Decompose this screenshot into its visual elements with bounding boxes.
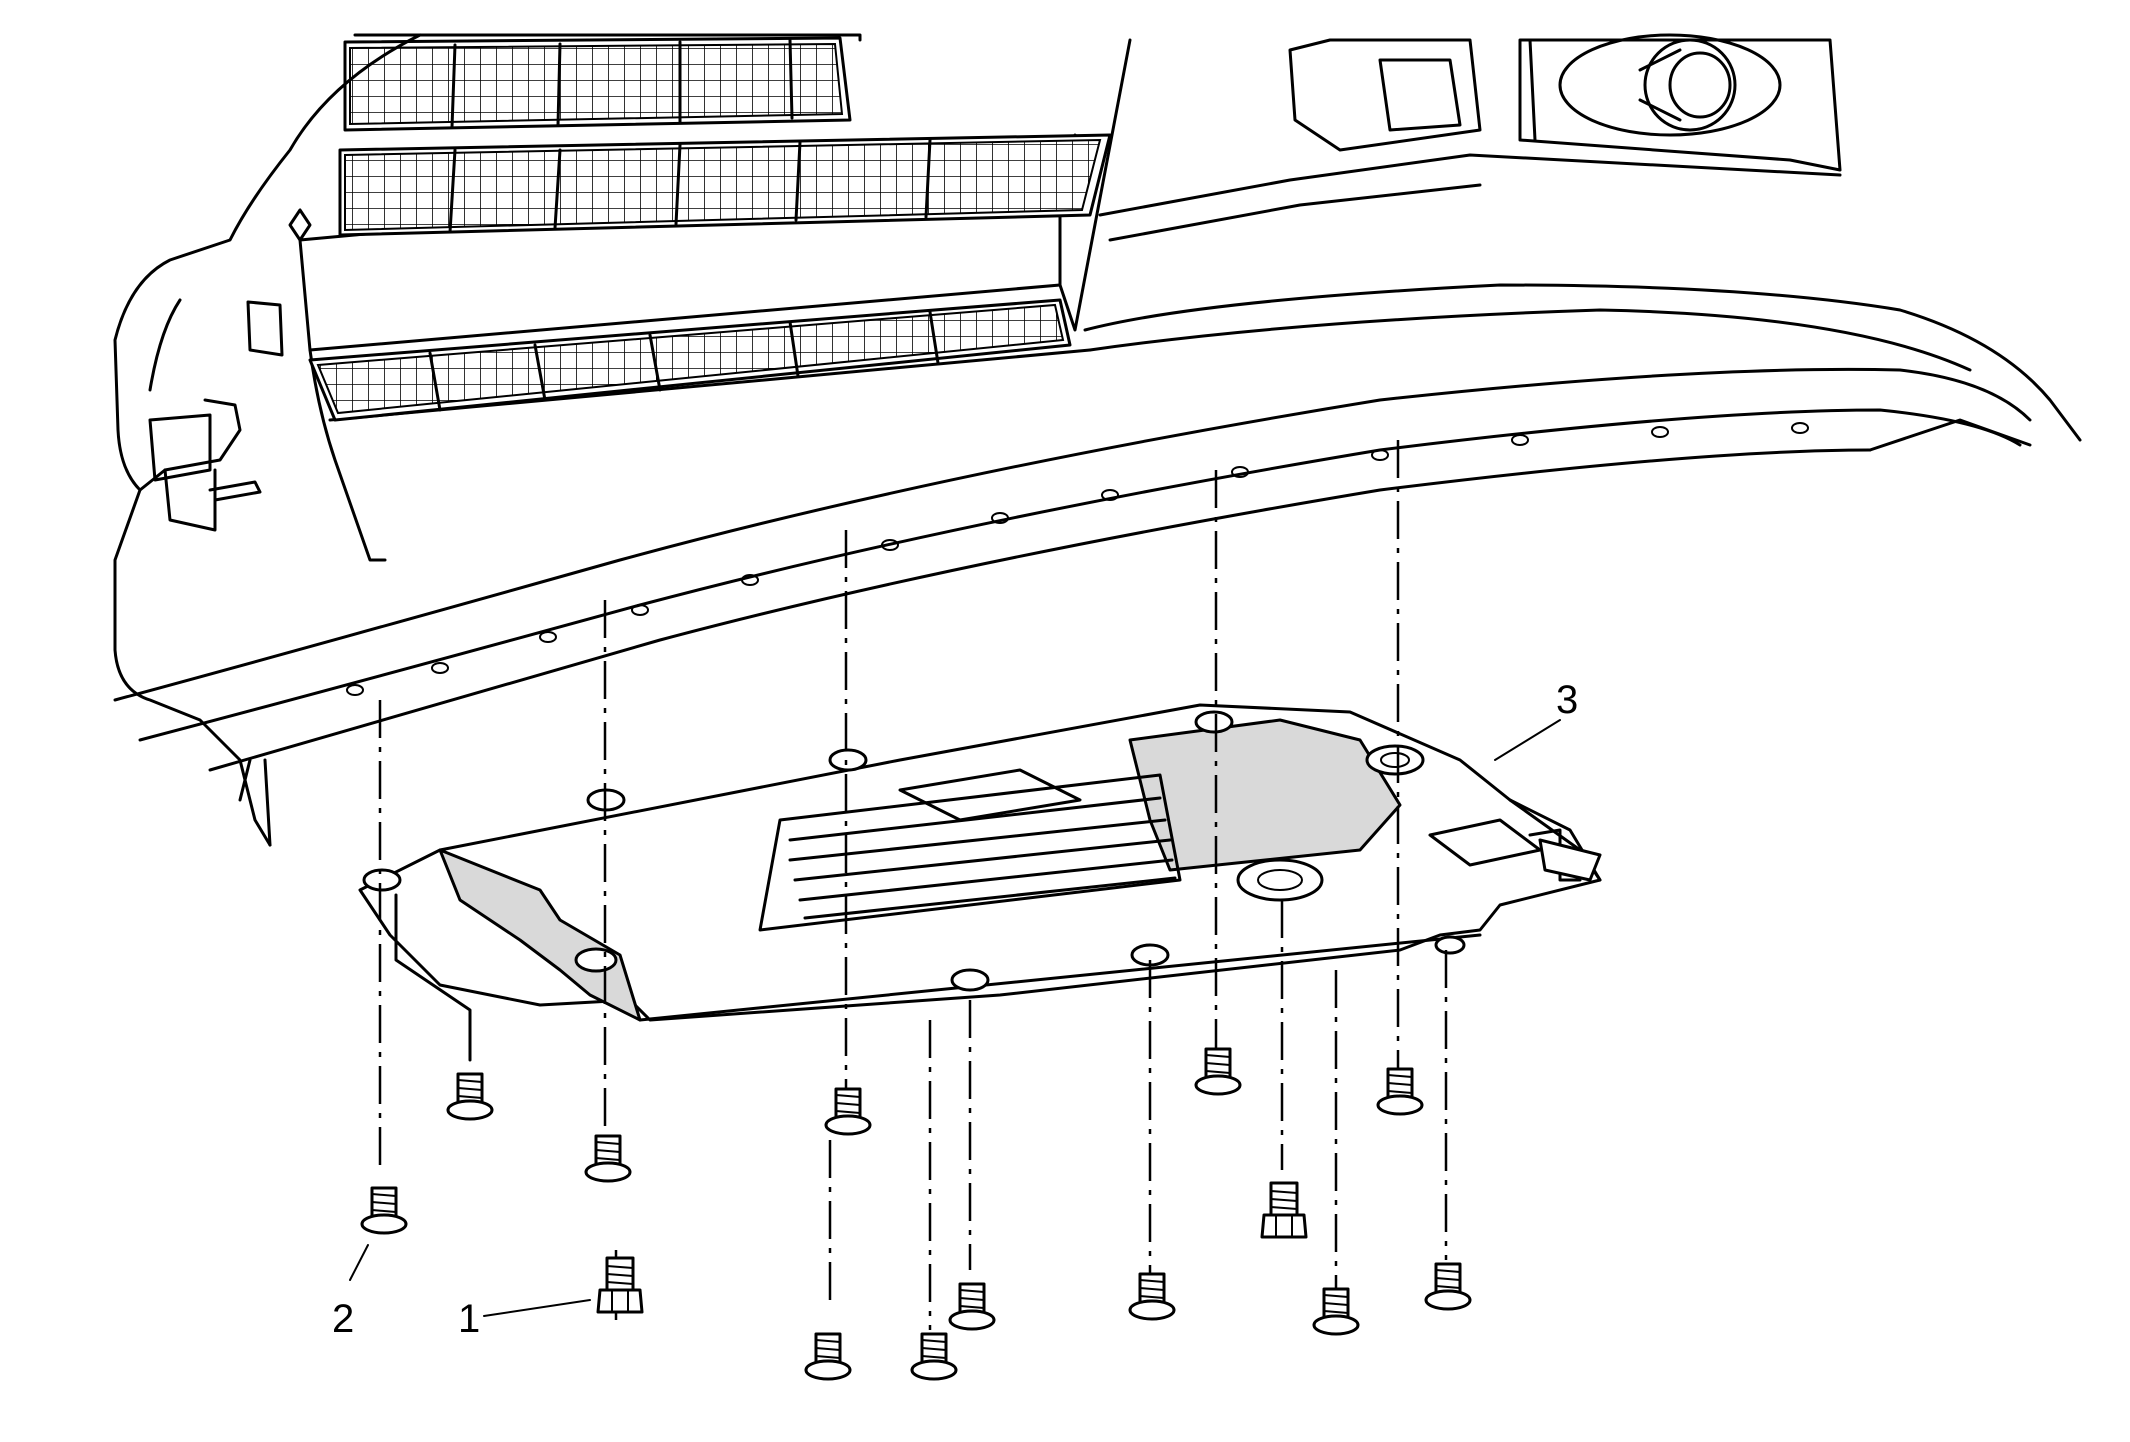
callout-1-label: 1: [458, 1297, 480, 1341]
callout-2-label: 2: [332, 1297, 354, 1341]
front-bumper-fascia: [113, 33, 2082, 847]
lower-air-deflector-panel: [358, 703, 1602, 1022]
bumper-lower-lip: [113, 367, 2032, 847]
callout-leaders: [349, 719, 1561, 1317]
callout-3-label: 3: [1556, 678, 1578, 722]
hex-bolts: [596, 1181, 1308, 1314]
